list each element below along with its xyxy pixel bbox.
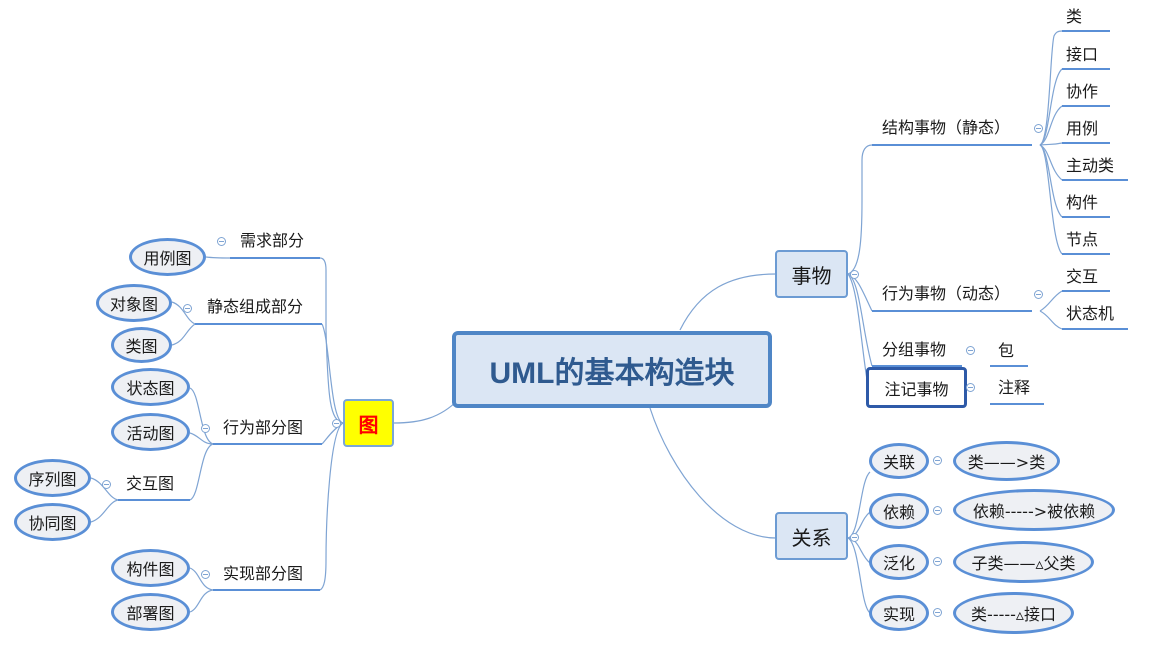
- annotation-things-label: 注记事物: [884, 379, 949, 399]
- relation-node[interactable]: 依赖: [869, 493, 929, 529]
- relation-detail[interactable]: 依赖----->被依赖: [953, 489, 1115, 531]
- behavioral-things-label[interactable]: 行为事物（动态）: [882, 284, 1011, 303]
- diagram-oval-label: 序列图: [28, 470, 77, 489]
- annotation-things-node[interactable]: 注记事物: [866, 367, 967, 408]
- collapse-icon[interactable]: [966, 346, 975, 355]
- connector-diagram-static: [321, 323, 344, 424]
- structural-item[interactable]: 协作: [1066, 82, 1099, 101]
- collapse-icon[interactable]: [1034, 290, 1043, 299]
- grouping-things-label[interactable]: 分组事物: [882, 340, 947, 359]
- requirements-label[interactable]: 需求部分: [240, 231, 305, 250]
- diagram-oval-label: 活动图: [126, 424, 175, 443]
- diagram-oval-label: 状态图: [126, 379, 175, 398]
- relation-node[interactable]: 关联: [869, 443, 929, 479]
- connector-root-relations: [649, 407, 777, 539]
- collapse-icon[interactable]: [1034, 124, 1043, 133]
- interaction-label[interactable]: 交互图: [126, 474, 175, 493]
- relation-label: 关联: [882, 453, 915, 472]
- collapse-icon[interactable]: [933, 608, 942, 617]
- behavior-label[interactable]: 行为部分图: [223, 418, 304, 437]
- relation-detail[interactable]: 类-----▵接口: [953, 592, 1074, 634]
- static-label[interactable]: 静态组成部分: [207, 297, 304, 316]
- connector-things-structural: [847, 144, 873, 275]
- relation-detail-label: 依赖----->被依赖: [972, 502, 1096, 521]
- branch-relations-label: 关系: [791, 525, 832, 550]
- branch-diagram[interactable]: 图: [343, 399, 394, 447]
- relation-detail-label: 类——>类: [967, 453, 1046, 472]
- relation-detail[interactable]: 子类——▵父类: [953, 541, 1094, 583]
- diagram-oval-label: 协同图: [28, 514, 77, 533]
- connector-root-things: [679, 273, 777, 331]
- diagram-oval[interactable]: 活动图: [111, 413, 190, 451]
- relation-detail-label: 类-----▵接口: [971, 605, 1056, 624]
- diagram-oval-label: 类图: [125, 337, 158, 356]
- structural-item[interactable]: 类: [1066, 7, 1083, 26]
- branch-things-label: 事物: [791, 263, 832, 288]
- diagram-oval-label: 用例图: [143, 249, 192, 268]
- structural-item[interactable]: 用例: [1066, 119, 1099, 138]
- collapse-icon[interactable]: [183, 304, 192, 313]
- root-label: UML的基本构造块: [489, 356, 735, 390]
- collapse-icon[interactable]: [102, 480, 111, 489]
- relation-label: 实现: [882, 605, 915, 624]
- diagram-oval[interactable]: 协同图: [14, 503, 91, 541]
- connector-root-diagram: [393, 399, 459, 424]
- structural-item[interactable]: 主动类: [1066, 156, 1115, 175]
- diagram-oval[interactable]: 构件图: [111, 549, 190, 587]
- collapse-icon[interactable]: [850, 270, 859, 279]
- branch-things[interactable]: 事物: [775, 250, 848, 298]
- collapse-icon[interactable]: [933, 456, 942, 465]
- diagram-oval[interactable]: 部署图: [111, 593, 190, 631]
- relation-label: 依赖: [882, 503, 915, 522]
- relation-label: 泛化: [882, 554, 915, 573]
- behavioral-item[interactable]: 交互: [1066, 267, 1099, 286]
- branch-relations[interactable]: 关系: [775, 512, 848, 560]
- diagram-oval-label: 对象图: [109, 295, 158, 314]
- structural-item[interactable]: 构件: [1066, 193, 1099, 212]
- collapse-icon[interactable]: [201, 570, 210, 579]
- diagram-oval-label: 部署图: [126, 604, 175, 623]
- collapse-icon[interactable]: [217, 237, 226, 246]
- structural-item[interactable]: 接口: [1066, 45, 1099, 64]
- collapse-icon[interactable]: [933, 506, 942, 515]
- diagram-oval-label: 构件图: [126, 560, 175, 579]
- diagram-oval[interactable]: 类图: [111, 327, 172, 363]
- connector-things-grouping: [847, 273, 873, 367]
- diagram-oval[interactable]: 用例图: [129, 238, 206, 276]
- behavioral-item[interactable]: 状态机: [1066, 304, 1115, 323]
- collapse-icon[interactable]: [201, 424, 210, 433]
- relation-detail-label: 子类——▵父类: [971, 554, 1076, 573]
- branch-diagram-label: 图: [358, 412, 379, 437]
- structural-things-label[interactable]: 结构事物（静态）: [882, 118, 1011, 137]
- collapse-icon[interactable]: [966, 383, 975, 392]
- diagram-oval[interactable]: 对象图: [96, 284, 172, 322]
- root-node[interactable]: UML的基本构造块: [452, 331, 772, 408]
- relation-detail[interactable]: 类——>类: [953, 441, 1060, 481]
- diagram-oval[interactable]: 序列图: [14, 459, 91, 497]
- relation-node[interactable]: 实现: [869, 595, 929, 631]
- implementation-label[interactable]: 实现部分图: [223, 564, 304, 583]
- annotation-item[interactable]: 注释: [998, 378, 1031, 397]
- grouping-item[interactable]: 包: [998, 341, 1015, 360]
- connector-diagram-requirements: [319, 257, 344, 424]
- collapse-icon[interactable]: [850, 533, 859, 542]
- relation-node[interactable]: 泛化: [869, 544, 929, 580]
- collapse-icon[interactable]: [933, 557, 942, 566]
- connector-diagram-implementation: [319, 422, 344, 591]
- structural-item[interactable]: 节点: [1066, 230, 1099, 249]
- diagram-oval[interactable]: 状态图: [111, 368, 190, 406]
- collapse-icon[interactable]: [332, 419, 341, 428]
